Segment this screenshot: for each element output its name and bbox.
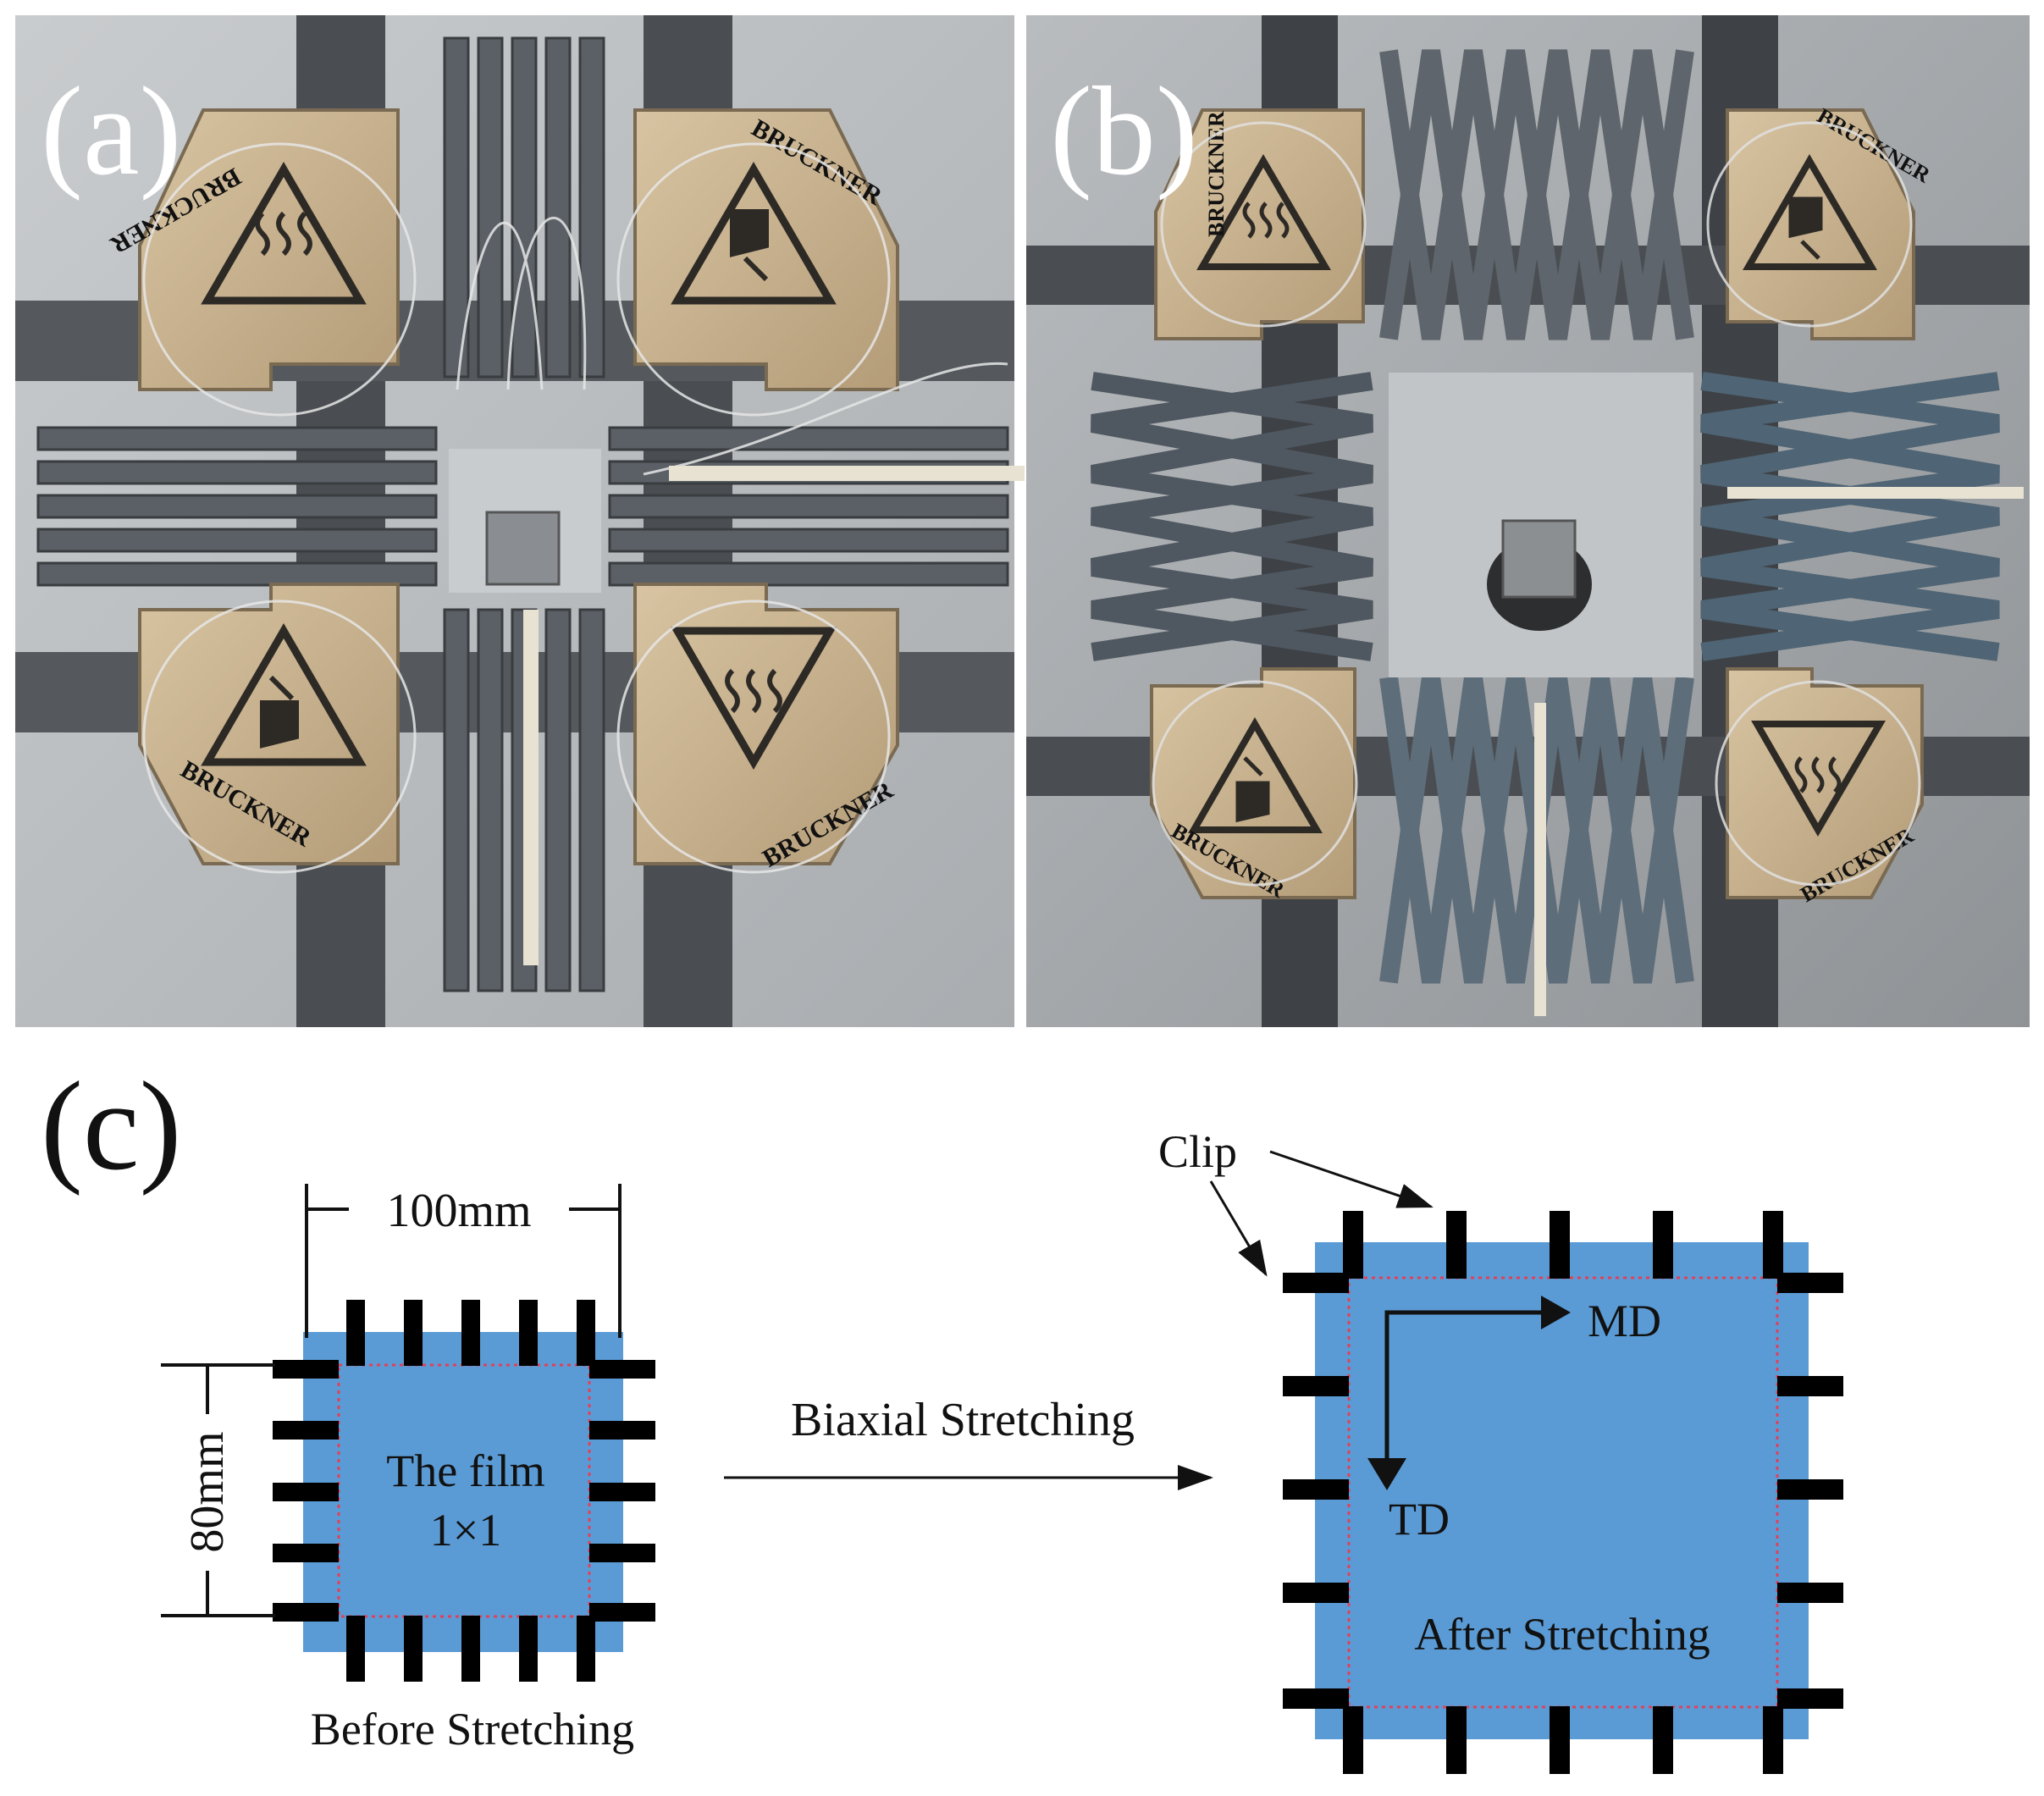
- heat-warning-icon: [725, 668, 782, 714]
- clip-label: Clip: [1158, 1126, 1237, 1177]
- hand-crush-warning-icon: [1788, 196, 1823, 260]
- clip: [1777, 1273, 1843, 1293]
- clip: [519, 1616, 538, 1682]
- hand-crush-warning-icon: [730, 209, 769, 282]
- clip: [1777, 1479, 1843, 1500]
- white-rod: [523, 610, 539, 965]
- clip: [461, 1616, 480, 1682]
- md-arrowhead: [1541, 1296, 1571, 1329]
- panel-label-b: (b): [1050, 61, 1198, 202]
- photo-b: BRUCKNER BRUCKNER BRUCKNER BRUCKNER: [1026, 15, 2030, 1027]
- process-label: Biaxial Stretching: [791, 1394, 1135, 1446]
- clip: [1343, 1211, 1363, 1279]
- clip: [1283, 1376, 1349, 1396]
- clip: [1763, 1706, 1783, 1774]
- scissor-linkage-top: [443, 36, 605, 379]
- md-label: MD: [1588, 1296, 1661, 1346]
- bruckner-plate-top-left: BRUCKNER: [1154, 108, 1365, 340]
- film-label-line2: 1×1: [430, 1505, 501, 1556]
- clip: [273, 1544, 339, 1562]
- heat-warning-icon: [255, 211, 312, 257]
- clip: [461, 1300, 480, 1366]
- bruckner-plate-bottom-right: BRUCKNER: [1726, 667, 1924, 907]
- clip: [1283, 1583, 1349, 1603]
- clip: [273, 1603, 339, 1622]
- md-td-axes: [1367, 1296, 1571, 1490]
- heat-warning-icon: [1794, 756, 1842, 793]
- bruckner-plate-bottom-left: BRUCKNER: [138, 583, 400, 865]
- cables: [1152, 121, 1921, 887]
- brand-text: BRUCKNER: [1204, 111, 1229, 237]
- clip: [1777, 1583, 1843, 1603]
- clip: [273, 1421, 339, 1440]
- height-dimension: [161, 1363, 275, 1617]
- film-before: [303, 1332, 623, 1652]
- clips-before: [273, 1300, 655, 1682]
- hand-crush-warning-icon: [1235, 756, 1270, 823]
- cables: [142, 142, 1008, 874]
- white-rod: [1534, 703, 1546, 1016]
- td-label: TD: [1389, 1494, 1450, 1545]
- scissor-linkage-left: [1091, 372, 1373, 661]
- clip: [589, 1360, 655, 1379]
- sensor-block: [485, 511, 561, 586]
- clip: [577, 1616, 595, 1682]
- scissor-linkage-right: [608, 426, 1009, 587]
- clip: [1283, 1688, 1349, 1709]
- clip: [589, 1603, 655, 1622]
- before-stretching-diagram: 100mm 80mm The film 1×1 Before Stretchin…: [161, 1184, 655, 1755]
- panel-label-a: (a): [41, 61, 181, 202]
- clip: [589, 1544, 655, 1562]
- clip-pointer: [1269, 1150, 1434, 1208]
- clip: [1343, 1706, 1363, 1774]
- clip: [273, 1483, 339, 1501]
- width-label: 100mm: [386, 1185, 531, 1237]
- clip: [1653, 1706, 1673, 1774]
- white-rod: [669, 466, 1025, 481]
- clip: [404, 1616, 423, 1682]
- scissor-linkage-left: [36, 426, 438, 587]
- clip: [1283, 1273, 1349, 1293]
- after-stretching-diagram: MD TD After Stretching Clip: [1158, 1126, 1843, 1774]
- clip: [577, 1300, 595, 1366]
- clip: [1777, 1376, 1843, 1396]
- white-rod: [1727, 487, 2024, 499]
- clip-pointer: [1209, 1180, 1268, 1277]
- clip: [1550, 1706, 1570, 1774]
- clip: [1653, 1211, 1673, 1279]
- heat-warning-icon: [1242, 202, 1290, 239]
- height-label: 80mm: [181, 1431, 234, 1552]
- clip: [1283, 1479, 1349, 1500]
- clip: [1446, 1211, 1467, 1279]
- panel-label-c: (c): [41, 1056, 181, 1196]
- clip: [1550, 1211, 1570, 1279]
- scissor-linkage-top: [1379, 49, 1694, 340]
- clips-after: [1283, 1211, 1843, 1774]
- clip: [1777, 1688, 1843, 1709]
- clip: [1763, 1211, 1783, 1279]
- clip: [346, 1300, 365, 1366]
- clip: [346, 1616, 365, 1682]
- bruckner-plate-top-right: BRUCKNER: [633, 108, 899, 391]
- photo-a: BRUCKNER BRUCKNER BRUCKNER BRUCKNER: [15, 15, 1025, 1027]
- sensor-block: [1501, 519, 1577, 599]
- clip: [1446, 1706, 1467, 1774]
- after-stretching-caption: After Stretching: [1414, 1609, 1710, 1660]
- bruckner-plate-top-right: BRUCKNER: [1726, 103, 1935, 340]
- clip: [404, 1300, 423, 1366]
- process-arrow: Biaxial Stretching: [724, 1394, 1213, 1490]
- film-label-line1: The film: [386, 1445, 544, 1496]
- scissor-linkage-right: [1700, 372, 2000, 661]
- hand-crush-warning-icon: [260, 675, 299, 749]
- td-arrowhead: [1367, 1458, 1406, 1490]
- width-dimension: [305, 1184, 621, 1338]
- before-stretching-caption: Before Stretching: [311, 1704, 634, 1755]
- clip: [589, 1421, 655, 1440]
- clip: [273, 1360, 339, 1379]
- clip: [519, 1300, 538, 1366]
- clip: [589, 1483, 655, 1501]
- film-after: [1315, 1242, 1809, 1739]
